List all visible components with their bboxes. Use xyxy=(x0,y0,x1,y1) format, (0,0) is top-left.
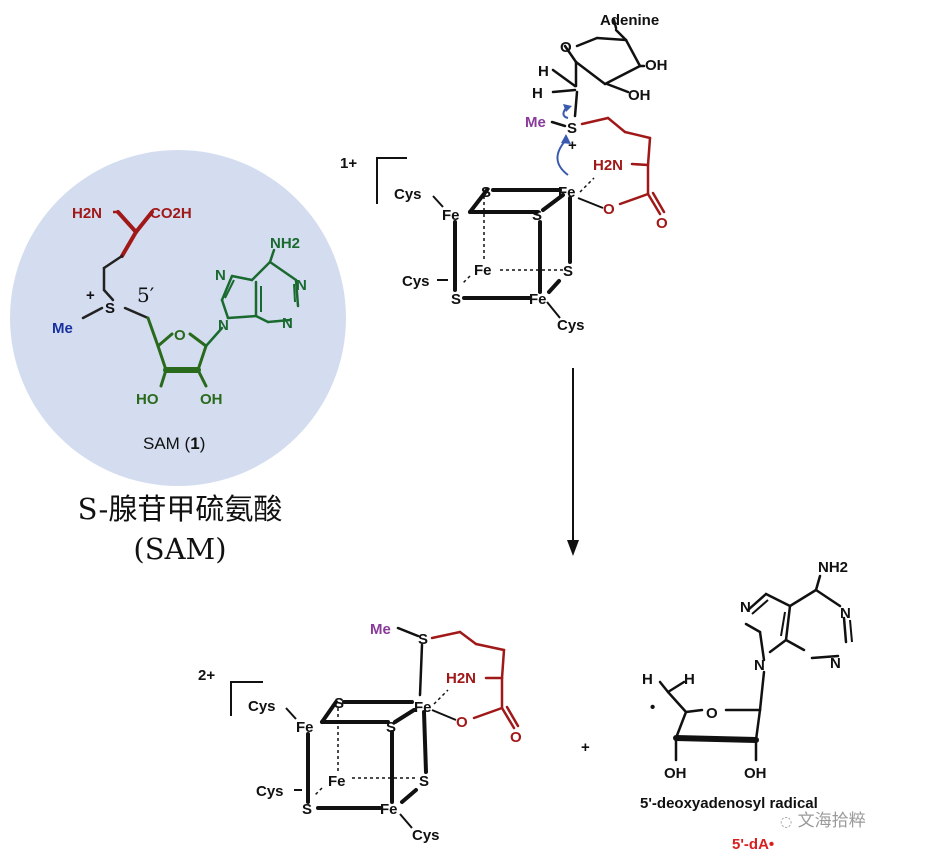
bottom-sulfur: S xyxy=(418,631,428,648)
top-s4: S xyxy=(451,291,461,308)
top-charge: 1+ xyxy=(340,155,357,172)
bottom-cys2: Cys xyxy=(256,783,284,800)
sam-ring-oxygen: O xyxy=(174,327,186,344)
radical-name: 5'-deoxyadenosyl radical xyxy=(640,795,818,812)
bottom-s4: S xyxy=(302,801,312,818)
sam-adenine-n7: N xyxy=(215,267,226,284)
bottom-fe2: Fe xyxy=(296,719,314,736)
radical-oh-left: OH xyxy=(664,765,687,782)
bottom-methyl: Me xyxy=(370,621,391,638)
plus-sign: + xyxy=(581,739,590,756)
top-bracket xyxy=(376,157,407,204)
sam-sulfonium-charge: + xyxy=(86,287,95,304)
sam-adenine-n3: N xyxy=(282,315,293,332)
sam-sulfur-label: S xyxy=(105,300,115,317)
top-fe4: Fe xyxy=(529,291,547,308)
top-amine: H2N xyxy=(593,157,623,174)
sam-prime-label: 5′ xyxy=(137,283,155,307)
radical-dot: • xyxy=(650,699,655,716)
top-complex: 1+ S Fe Fe S Fe S S Fe xyxy=(340,12,668,334)
top-carboxyl-o: O xyxy=(603,201,615,218)
top-oh1: OH xyxy=(645,57,668,74)
bottom-cys1: Cys xyxy=(248,698,276,715)
top-s1: S xyxy=(481,184,491,201)
sam-caption: SAM (1) xyxy=(143,434,205,453)
bottom-carboxyl-o: O xyxy=(456,714,468,731)
top-plus: + xyxy=(568,137,577,154)
bottom-fe4: Fe xyxy=(380,801,398,818)
radical-oh-right: OH xyxy=(744,765,767,782)
radical-h-right: H xyxy=(684,671,695,688)
top-fe2: Fe xyxy=(442,207,460,224)
top-carbonyl-o: O xyxy=(656,215,668,232)
top-s3: S xyxy=(563,263,573,280)
sam-adenine-n1: N xyxy=(296,277,307,294)
top-electron-arrow-large xyxy=(556,139,569,176)
top-oh2: OH xyxy=(628,87,651,104)
sam-amine-label: H2N xyxy=(72,205,102,222)
radical-n9: N xyxy=(754,657,765,674)
top-cys3: Cys xyxy=(557,317,585,334)
top-s2: S xyxy=(532,207,542,224)
sam-chinese-name: S-腺苷甲硫氨酸 xyxy=(77,492,283,526)
watermark: ◌ 文海拾粹 xyxy=(780,806,866,831)
top-h1: H xyxy=(538,63,549,80)
top-ring-oxygen: O xyxy=(560,39,572,56)
top-sulfur: S xyxy=(567,120,577,137)
radical-h-left: H xyxy=(642,671,653,688)
radical-n7: N xyxy=(740,599,751,616)
sam-amino-group: NH2 xyxy=(270,235,300,252)
radical-amino-group: NH2 xyxy=(818,559,848,576)
bottom-s2: S xyxy=(386,719,396,736)
bottom-bracket xyxy=(230,681,263,716)
sam-structure: H2N CO2H + S Me 5′ O HO OH xyxy=(10,150,346,486)
sam-chinese-abbrev: (SAM) xyxy=(133,532,227,566)
sam-background-circle xyxy=(10,150,346,486)
bottom-amine: H2N xyxy=(446,670,476,687)
top-adenine: Adenine xyxy=(600,12,659,29)
radical-n3: N xyxy=(830,655,841,672)
bottom-charge: 2+ xyxy=(198,667,215,684)
bottom-fe1: Fe xyxy=(414,699,432,716)
sam-adenine-n9: N xyxy=(218,317,229,334)
sam-acid-label: CO2H xyxy=(150,205,192,222)
radical-abbrev: 5'-dA• xyxy=(732,836,774,853)
top-methyl: Me xyxy=(525,114,546,131)
top-cys1: Cys xyxy=(394,186,422,203)
bottom-s1: S xyxy=(334,695,344,712)
watermark-text: 文海拾粹 xyxy=(797,811,866,831)
deoxyadenosyl-radical: NH2 N N N N O H H • OH OH 5'-deoxyadenos… xyxy=(640,559,853,853)
bottom-fe3: Fe xyxy=(328,773,346,790)
top-fe3: Fe xyxy=(474,262,492,279)
top-h2: H xyxy=(532,85,543,102)
top-cys2: Cys xyxy=(402,273,430,290)
reaction-arrow xyxy=(567,368,579,556)
sam-methyl-label: Me xyxy=(52,320,73,337)
sam-hydroxyl-right: OH xyxy=(200,391,223,408)
radical-ring-oxygen: O xyxy=(706,705,718,722)
wechat-icon: ◌ xyxy=(780,814,793,830)
bottom-complex: 2+ S Fe Fe S Fe S S Fe xyxy=(198,621,522,844)
bottom-cys3: Cys xyxy=(412,827,440,844)
bottom-s3: S xyxy=(419,773,429,790)
radical-n1: N xyxy=(840,605,851,622)
sam-hydroxyl-left: HO xyxy=(136,391,159,408)
bottom-carbonyl-o: O xyxy=(510,729,522,746)
top-fe1: Fe xyxy=(558,184,576,201)
